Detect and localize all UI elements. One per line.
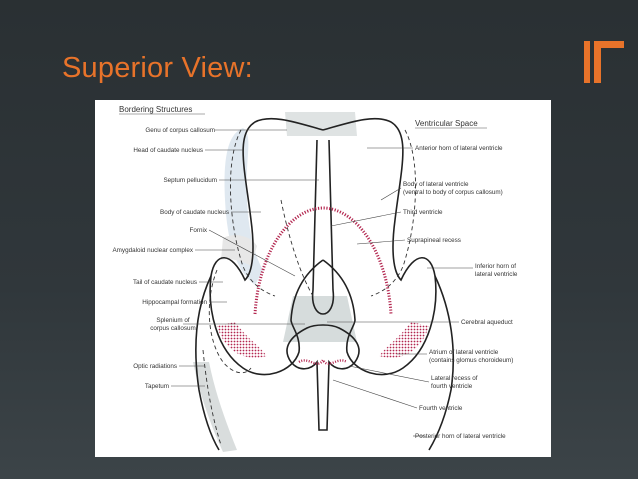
label-lateral-recess-2: fourth ventricle	[431, 383, 473, 390]
right-posterior-horn	[428, 275, 455, 451]
label-caudate-head: Head of caudate nucleus	[133, 147, 203, 154]
corner-accent-mark	[584, 41, 624, 83]
left-posterior-horn	[195, 275, 220, 451]
third-ventricle-outline	[311, 139, 335, 315]
label-inferior-horn-2: lateral ventricle	[475, 271, 518, 278]
label-aqueduct: Cerebral aqueduct	[461, 319, 513, 326]
label-anterior-horn: Anterior horn of lateral ventricle	[415, 145, 503, 152]
label-splenium-2: corpus callosum	[150, 325, 196, 332]
caudate-dashed-outline	[230, 129, 276, 297]
choroid-plexus	[217, 206, 429, 365]
leader-fornix	[208, 229, 296, 277]
leader-fourth-ventricle	[332, 379, 418, 409]
choroid-arc	[253, 206, 393, 315]
fourth-ventricle-plexus	[298, 357, 348, 365]
label-posterior-horn: Posterior horn of lateral ventricle	[415, 433, 506, 440]
leader-lateral-recess	[348, 365, 430, 383]
label-lv-body-1: Body of lateral ventricle	[403, 181, 469, 188]
dashed-structures	[202, 129, 416, 446]
label-hippocampal: Hippocampal formation	[142, 299, 207, 306]
label-septum: Septum pellucidum	[163, 177, 217, 184]
genu-shading	[285, 112, 357, 136]
right-glomus-choroideum	[379, 322, 429, 358]
amygdala-shading	[221, 235, 257, 266]
optic-radiation-shading	[193, 362, 237, 452]
label-inferior-horn-1: Inferior horn of	[475, 263, 516, 270]
label-third-ventricle: Third ventricle	[403, 209, 443, 216]
hippocampal-dashed-outline	[208, 269, 252, 374]
label-fourth-ventricle: Fourth ventricle	[419, 405, 463, 412]
label-lateral-recess-1: Lateral recess of	[431, 375, 478, 382]
right-leader-lines	[327, 147, 473, 437]
label-tapetum: Tapetum	[145, 383, 169, 390]
right-caudate-dashed-outline	[370, 129, 416, 297]
leader-suprapineal	[356, 239, 406, 245]
label-atrium-1: Atrium of lateral ventricle	[429, 349, 499, 356]
left-header: Bordering Structures	[119, 105, 192, 114]
label-genu: Genu of corpus callosum	[145, 127, 215, 134]
fourth-ventricle-outline	[286, 324, 360, 431]
accent-bar-left	[584, 41, 590, 83]
ventricle-diagram-svg: Bordering Structures Ventricular Space G…	[112, 105, 518, 452]
label-caudate-body: Body of caudate nucleus	[160, 209, 229, 216]
leader-third-ventricle	[330, 211, 402, 227]
accent-bar-vertical	[594, 41, 601, 83]
left-glomus-choroideum	[217, 322, 267, 358]
right-header: Ventricular Space	[415, 119, 478, 128]
ventricle-outline	[195, 117, 455, 451]
fornix-dashed-outline	[280, 199, 314, 297]
label-amygdala: Amygdaloid nuclear complex	[112, 247, 193, 254]
label-caudate-tail: Tail of caudate nucleus	[133, 279, 197, 286]
slide-title: Superior View:	[62, 52, 253, 84]
accent-bar-top	[594, 41, 624, 48]
label-suprapineal: Suprapineal recess	[407, 237, 461, 244]
left-leader-lines	[171, 129, 319, 387]
label-atrium-2: (contains glomus choroideum)	[429, 357, 513, 364]
label-fornix: Fornix	[190, 227, 208, 234]
label-lv-body-2: (ventral to body of corpus callosum)	[403, 189, 503, 196]
label-splenium-1: Splenium of	[156, 317, 190, 324]
ventricle-diagram: Bordering Structures Ventricular Space G…	[95, 100, 551, 457]
leader-lv-body	[380, 187, 402, 201]
label-optic: Optic radiations	[133, 363, 177, 370]
